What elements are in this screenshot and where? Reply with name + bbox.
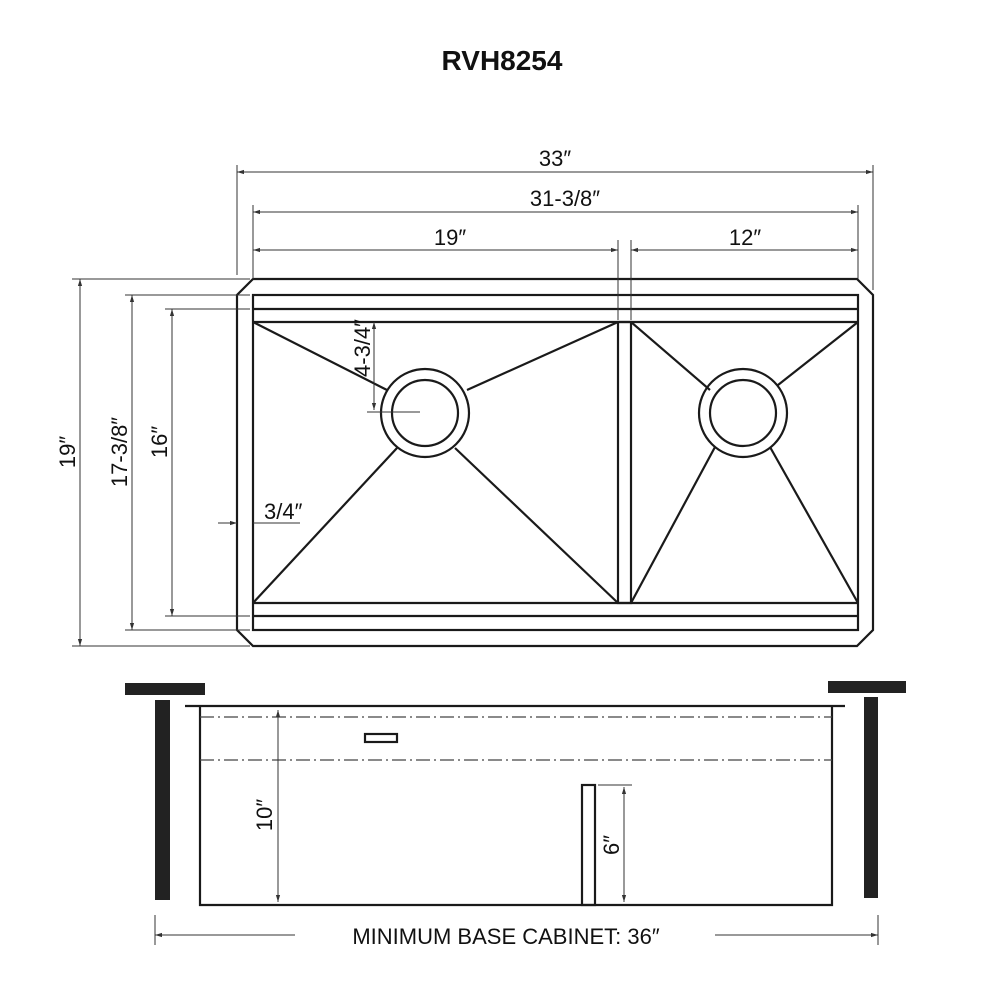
sink-body — [198, 706, 834, 907]
top-view: 33″ 31-3/8″ 19″ 12″ 19″ 17-3/8″ 16″ 3/4″… — [55, 146, 875, 648]
model-title: RVH8254 — [442, 45, 563, 76]
bowl-divider — [616, 320, 633, 605]
left-drain-icon — [379, 367, 471, 459]
overflow-slot — [363, 732, 399, 744]
dim-bowl-height: 10″ — [252, 799, 277, 831]
low-divider — [580, 783, 597, 907]
dim-divider-height: 6″ — [599, 835, 624, 855]
right-bowl — [630, 321, 859, 604]
side-view: 10″ 6″ MINIMUM BASE CABINET: 36″ — [125, 681, 906, 949]
dim-left-bowl-width: 19″ — [434, 225, 466, 250]
dim-inner-depth: 17-3/8″ — [107, 417, 132, 487]
dim-drain-offset: 4-3/4″ — [350, 319, 375, 377]
dim-ledge-offset: 3/4″ — [264, 499, 303, 524]
right-cabinet-wall — [864, 697, 878, 898]
right-drain-icon — [697, 367, 789, 459]
dim-bowl-depth: 16″ — [147, 426, 172, 458]
right-countertop — [828, 681, 906, 693]
dim-right-bowl-width: 12″ — [729, 225, 761, 250]
flange-outline — [235, 277, 875, 648]
left-cabinet-wall — [155, 700, 170, 900]
dim-overall-width: 33″ — [539, 146, 571, 171]
dim-inner-width: 31-3/8″ — [530, 186, 600, 211]
dim-overall-depth: 19″ — [55, 436, 80, 468]
inner-rim — [251, 293, 860, 632]
left-bowl — [252, 320, 619, 604]
left-countertop — [125, 683, 205, 695]
cabinet-label: MINIMUM BASE CABINET: 36″ — [352, 924, 660, 949]
